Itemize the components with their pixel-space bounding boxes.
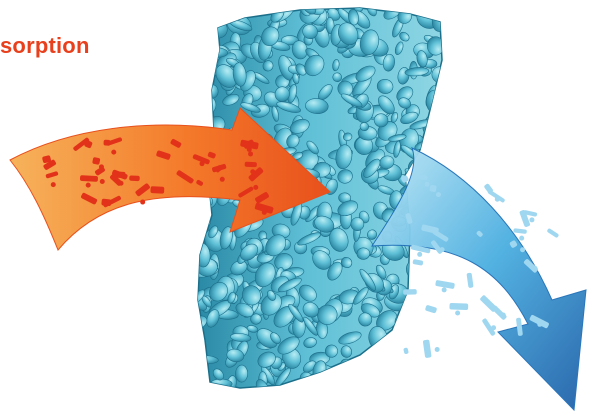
diagram-canvas: sorption: [0, 0, 592, 414]
sorption-illustration: [0, 0, 592, 414]
